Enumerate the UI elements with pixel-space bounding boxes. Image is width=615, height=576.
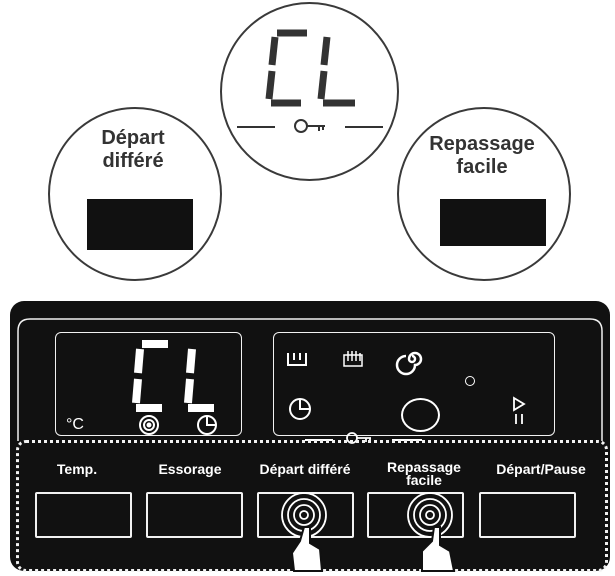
panel-cl-segments bbox=[132, 340, 214, 412]
panel-outline bbox=[17, 318, 603, 441]
spin-button[interactable] bbox=[146, 492, 243, 538]
segment-l-lower bbox=[317, 70, 328, 100]
finger-icon-2 bbox=[414, 523, 464, 576]
callout-easy-iron bbox=[397, 107, 571, 281]
start-pause-icon bbox=[510, 396, 528, 431]
control-panel: °C Temp. Essorage bbox=[10, 301, 610, 572]
display-window bbox=[55, 332, 242, 436]
delay-start-button-zoom[interactable] bbox=[87, 199, 193, 250]
spin-label: Essorage bbox=[158, 461, 222, 477]
callout-delay-start bbox=[48, 107, 222, 281]
start-pause-button[interactable] bbox=[479, 492, 576, 538]
easy-iron-button[interactable] bbox=[367, 492, 464, 538]
steam-icon bbox=[342, 349, 364, 374]
easy-iron-label: Repassage facile bbox=[372, 459, 476, 489]
segment-c-upper-left bbox=[268, 36, 279, 66]
temp-label: Temp. bbox=[56, 461, 98, 477]
indicator-dot bbox=[465, 376, 475, 386]
touch-ripple-icon-2 bbox=[404, 489, 456, 546]
finger-icon bbox=[280, 523, 330, 576]
callout-child-lock bbox=[220, 2, 399, 181]
callout-lock-line-right bbox=[345, 126, 383, 128]
segment-c-lower-left bbox=[265, 70, 276, 100]
cl-segment-display bbox=[265, 29, 355, 107]
clock-icon bbox=[196, 414, 218, 441]
easy-iron-label-text: Repassage facile bbox=[387, 459, 461, 489]
callout-delay-start-line2: différé bbox=[102, 150, 164, 172]
delay-start-label: Départ différé bbox=[259, 461, 351, 477]
callout-delay-start-title: Départ différé bbox=[48, 127, 218, 173]
callout-easy-iron-line1: Repassage bbox=[429, 133, 535, 155]
tub-icon bbox=[286, 349, 308, 374]
callout-easy-iron-title: Repassage facile bbox=[397, 133, 567, 179]
temp-button[interactable] bbox=[35, 492, 132, 538]
segment-l-upper bbox=[320, 36, 331, 66]
temp-unit-label: °C bbox=[66, 416, 84, 433]
callout-child-lock-display bbox=[265, 27, 363, 107]
key-lock-icon bbox=[293, 116, 327, 141]
callout-lock-line-left bbox=[237, 126, 275, 128]
callout-easy-iron-line2: facile bbox=[456, 156, 508, 178]
lock-indicator-circle bbox=[401, 398, 440, 432]
easy-iron-button-zoom[interactable] bbox=[440, 199, 546, 246]
panel-cl-display bbox=[132, 338, 218, 419]
start-pause-label: Départ/Pause bbox=[496, 461, 586, 477]
spin-spiral-icon-large bbox=[395, 345, 426, 378]
icon-window bbox=[273, 332, 555, 436]
spin-spiral-icon bbox=[138, 414, 160, 441]
clock-icon-2 bbox=[288, 397, 312, 426]
callout-delay-start-line1: Départ bbox=[101, 127, 165, 149]
